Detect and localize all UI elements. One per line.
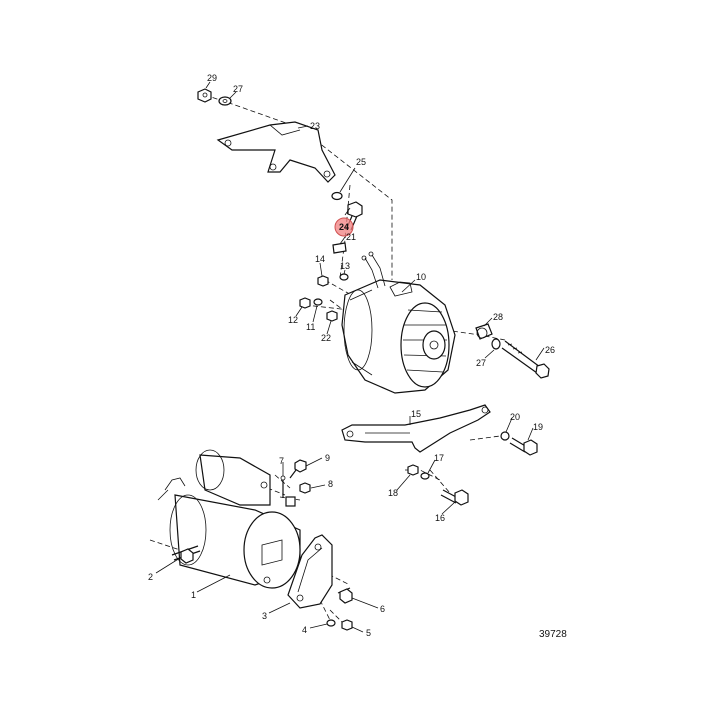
callout-8[interactable]: 8 <box>328 479 333 489</box>
callout-25[interactable]: 25 <box>356 157 366 167</box>
callout-9[interactable]: 9 <box>325 453 330 463</box>
callout-17[interactable]: 17 <box>434 453 444 463</box>
washer-13[interactable] <box>339 273 349 281</box>
leader-lines <box>155 81 545 633</box>
callout-26[interactable]: 26 <box>545 345 555 355</box>
nut-14[interactable] <box>317 275 329 287</box>
washer-20[interactable] <box>500 431 510 441</box>
callout-4[interactable]: 4 <box>302 625 307 635</box>
callout-15[interactable]: 15 <box>411 409 421 419</box>
washer-27-top[interactable] <box>218 96 232 106</box>
callout-27-top[interactable]: 27 <box>233 84 243 94</box>
figure-number: 39728 <box>539 629 567 640</box>
callout-1[interactable]: 1 <box>191 590 196 600</box>
callout-27-right[interactable]: 27 <box>476 358 486 368</box>
spacer-21[interactable] <box>332 242 347 254</box>
bolt-16[interactable] <box>440 489 469 506</box>
callout-28[interactable]: 28 <box>493 312 503 322</box>
nut-8[interactable] <box>299 482 311 494</box>
callout-10[interactable]: 10 <box>416 272 426 282</box>
bolt-19[interactable] <box>509 437 538 456</box>
callout-29[interactable]: 29 <box>207 73 217 83</box>
nut-5[interactable] <box>341 619 353 631</box>
bolt-9[interactable] <box>289 459 307 479</box>
callout-13[interactable]: 13 <box>340 261 350 271</box>
spacer-28[interactable] <box>475 323 493 340</box>
nut-18[interactable] <box>407 464 419 476</box>
adjusting-brace-15[interactable] <box>341 404 491 453</box>
callout-19[interactable]: 19 <box>533 422 543 432</box>
callout-18[interactable]: 18 <box>388 488 398 498</box>
starter-bracket-3[interactable] <box>287 534 333 609</box>
callout-22[interactable]: 22 <box>321 333 331 343</box>
mounting-bracket-23[interactable] <box>216 121 336 183</box>
callout-14[interactable]: 14 <box>315 254 325 264</box>
callout-23[interactable]: 23 <box>310 121 320 131</box>
nut-12[interactable] <box>299 297 311 309</box>
alternator-10[interactable] <box>341 251 456 394</box>
callout-21[interactable]: 21 <box>346 232 356 242</box>
washer-4[interactable] <box>326 619 336 627</box>
callout-7[interactable]: 7 <box>279 456 284 466</box>
nut-22[interactable] <box>326 310 338 322</box>
callout-labels: 29 27 23 25 24 21 14 13 10 12 11 22 28 2… <box>148 73 555 638</box>
callout-5[interactable]: 5 <box>366 628 371 638</box>
washer-25[interactable] <box>331 191 343 201</box>
plug-washer[interactable] <box>285 496 296 507</box>
nut-29[interactable] <box>197 88 212 103</box>
bolt-26[interactable] <box>501 340 550 379</box>
callout-3[interactable]: 3 <box>262 611 267 621</box>
highlight-marker <box>334 217 354 237</box>
callout-2[interactable]: 2 <box>148 572 153 582</box>
bolt-2[interactable] <box>171 545 201 564</box>
starter-motor-1[interactable] <box>157 449 301 589</box>
callout-6[interactable]: 6 <box>380 604 385 614</box>
callout-12[interactable]: 12 <box>288 315 298 325</box>
callout-16[interactable]: 16 <box>435 513 445 523</box>
washer-27-right[interactable] <box>491 338 501 350</box>
washer-11[interactable] <box>313 298 323 306</box>
washer-17[interactable] <box>420 472 430 480</box>
callout-20[interactable]: 20 <box>510 412 520 422</box>
callout-24[interactable]: 24 <box>339 222 349 232</box>
bolt-6[interactable] <box>337 587 353 604</box>
callout-11[interactable]: 11 <box>306 322 315 332</box>
